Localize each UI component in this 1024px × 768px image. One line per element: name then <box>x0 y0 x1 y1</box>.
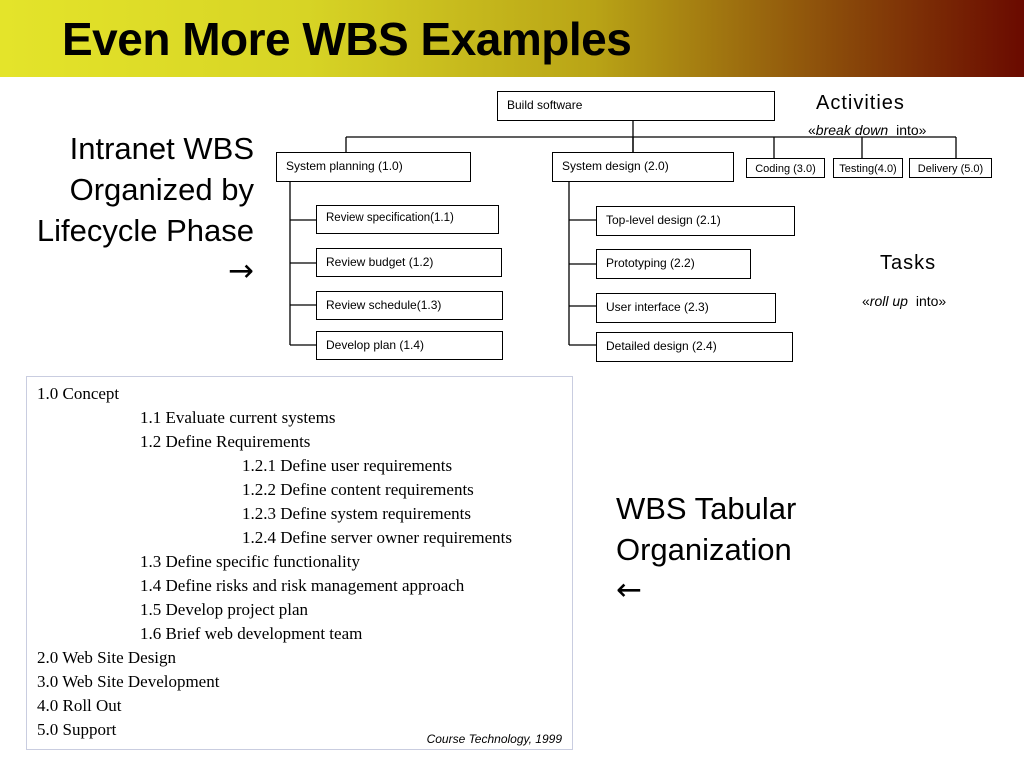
outline-row: 1.4 Define risks and risk management app… <box>140 576 465 595</box>
outline-row: 1.2.3 Define system requirements <box>242 504 471 523</box>
activities-note-caption: «break down into» <box>808 122 926 138</box>
tasks-note-prefix: « <box>862 293 870 309</box>
outline-row: 1.1 Evaluate current systems <box>140 408 336 427</box>
task-node-review-specification: Review specification(1.1) <box>316 205 499 234</box>
slide-title: Even More WBS Examples <box>62 13 632 65</box>
activities-note-emphasis: break down <box>815 122 889 138</box>
wbs-tabular-line-2: Organization <box>616 532 792 567</box>
tasks-note-suffix: into» <box>915 293 947 309</box>
phase-node-coding: Coding (3.0) <box>746 158 825 178</box>
outline-row: 1.2.4 Define server owner requirements <box>242 528 513 547</box>
intranet-wbs-label: Intranet WBS Organized by Lifecycle Phas… <box>0 128 254 292</box>
outline-row: 1.2.2 Define content requirements <box>242 480 474 499</box>
outline-row: 1.2.1 Define user requirements <box>242 456 453 475</box>
outline-row: 1.2 Define Requirements <box>140 432 311 451</box>
outline-row: 1.6 Brief web development team <box>140 624 363 643</box>
phase-node-system-planning: System planning (1.0) <box>276 152 471 182</box>
outline-row: 4.0 Roll Out <box>37 696 122 715</box>
intranet-wbs-line-1: Intranet WBS <box>69 131 254 166</box>
tasks-note-emphasis: roll up <box>869 293 908 309</box>
phase-node-delivery: Delivery (5.0) <box>909 158 992 178</box>
outline-row: 1.3 Define specific functionality <box>140 552 360 571</box>
task-node-detailed-design: Detailed design (2.4) <box>596 332 793 362</box>
source-credit: Course Technology, 1999 <box>426 732 562 746</box>
task-node-prototyping: Prototyping (2.2) <box>596 249 751 279</box>
wbs-tabular-line-1: WBS Tabular <box>616 491 797 526</box>
task-node-review-schedule: Review schedule(1.3) <box>316 291 503 320</box>
outline-row: 1.0 Concept <box>37 384 120 403</box>
intranet-wbs-line-2: Organized by <box>69 172 254 207</box>
task-node-top-level-design: Top-level design (2.1) <box>596 206 795 236</box>
intranet-wbs-line-3: Lifecycle Phase <box>36 213 254 248</box>
outline-row: 2.0 Web Site Design <box>37 648 177 667</box>
root-node-build-software: Build software <box>497 91 775 121</box>
outline-row: 3.0 Web Site Development <box>37 672 220 691</box>
task-node-review-budget: Review budget (1.2) <box>316 248 502 277</box>
tasks-note-caption: «roll up into» <box>862 293 946 309</box>
left-arrow-icon: ← <box>616 572 642 608</box>
activities-note-suffix: into» <box>896 122 927 138</box>
task-node-develop-plan: Develop plan (1.4) <box>316 331 503 360</box>
phase-node-testing: Testing(4.0) <box>833 158 903 178</box>
right-arrow-icon: → <box>228 253 254 289</box>
activities-note-prefix: « <box>808 122 816 138</box>
outline-row: 1.5 Develop project plan <box>140 600 309 619</box>
phase-node-system-design: System design (2.0) <box>552 152 734 182</box>
title-bar <box>0 0 1024 77</box>
task-node-user-interface: User interface (2.3) <box>596 293 776 323</box>
wbs-tabular-outline: 1.0 Concept 1.1 Evaluate current systems… <box>26 376 573 750</box>
wbs-tabular-label: WBS Tabular Organization ← <box>616 488 796 611</box>
outline-row: 5.0 Support <box>37 720 117 739</box>
tasks-note-title: Tasks <box>880 252 937 274</box>
activities-note-title: Activities <box>816 92 905 114</box>
